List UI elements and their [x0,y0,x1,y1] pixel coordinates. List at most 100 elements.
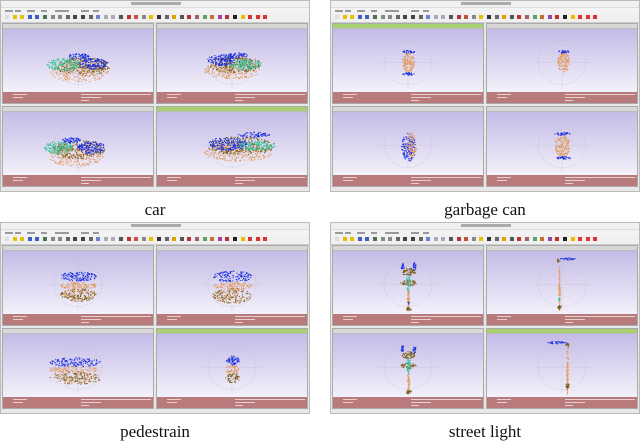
toolbar-button-icon[interactable] [218,15,222,19]
toolbar-button-icon[interactable] [119,15,123,19]
viewport[interactable] [2,245,154,326]
toolbar-button-icon[interactable] [104,15,108,19]
3d-view[interactable] [333,112,483,175]
toolbar-button-icon[interactable] [127,237,131,241]
toolbar-button-icon[interactable] [225,237,229,241]
toolbar-button-icon[interactable] [586,15,590,19]
toolbar-button-icon[interactable] [187,15,191,19]
toolbar-button-icon[interactable] [256,15,260,19]
toolbar-button-icon[interactable] [241,15,245,19]
viewport[interactable] [2,106,154,187]
menu-item[interactable] [55,10,63,12]
toolbar-button-icon[interactable] [248,237,252,241]
toolbar-button-icon[interactable] [210,237,214,241]
toolbar-button-icon[interactable] [89,237,93,241]
toolbar-button-icon[interactable] [149,237,153,241]
toolbar-button-icon[interactable] [487,15,491,19]
toolbar-button-icon[interactable] [104,237,108,241]
toolbar-button-icon[interactable] [510,15,514,19]
menu-item[interactable] [27,232,35,234]
menu-item[interactable] [357,10,365,12]
toolbar-button-icon[interactable] [403,15,407,19]
toolbar-button-icon[interactable] [203,15,207,19]
menu-item[interactable] [63,232,69,234]
3d-view[interactable] [3,29,153,92]
toolbar-button-icon[interactable] [373,15,377,19]
toolbar-button-icon[interactable] [35,15,39,19]
toolbar-button-icon[interactable] [335,15,339,19]
3d-view[interactable] [3,112,153,175]
toolbar-button-icon[interactable] [426,15,430,19]
toolbar-button-icon[interactable] [172,237,176,241]
menu-item[interactable] [41,10,47,12]
toolbar-button-icon[interactable] [464,15,468,19]
toolbar-button-icon[interactable] [66,15,70,19]
toolbar-button-icon[interactable] [571,15,575,19]
toolbar-button-icon[interactable] [81,15,85,19]
viewport[interactable] [486,106,638,187]
3d-view[interactable] [3,251,153,314]
menu-item[interactable] [15,10,21,12]
toolbar-button-icon[interactable] [241,237,245,241]
3d-view[interactable] [157,29,307,92]
toolbar-button-icon[interactable] [66,237,70,241]
menu-item[interactable] [15,232,21,234]
menu-item[interactable] [55,232,63,234]
toolbar-button-icon[interactable] [51,237,55,241]
toolbar-button-icon[interactable] [472,15,476,19]
toolbar-button-icon[interactable] [533,15,537,19]
3d-view[interactable] [333,29,483,92]
menu-item[interactable] [385,10,393,12]
menu-item[interactable] [81,10,89,12]
menu-item[interactable] [63,10,69,12]
toolbar-button-icon[interactable] [13,15,17,19]
toolbar-button-icon[interactable] [157,15,161,19]
menu-item[interactable] [5,10,13,12]
toolbar-button-icon[interactable] [343,15,347,19]
toolbar-button-icon[interactable] [142,237,146,241]
toolbar-button-icon[interactable] [434,15,438,19]
menu-item[interactable] [345,10,351,12]
toolbar-button-icon[interactable] [502,15,506,19]
menu-item[interactable] [423,10,429,12]
toolbar-button-icon[interactable] [555,15,559,19]
toolbar-button-icon[interactable] [20,15,24,19]
toolbar-button-icon[interactable] [195,237,199,241]
toolbar-button-icon[interactable] [187,237,191,241]
toolbar-button-icon[interactable] [96,15,100,19]
toolbar-button-icon[interactable] [172,15,176,19]
toolbar-button-icon[interactable] [43,237,47,241]
toolbar-button-icon[interactable] [142,15,146,19]
toolbar-button-icon[interactable] [441,15,445,19]
menu-item[interactable] [41,232,47,234]
3d-view[interactable] [487,29,637,92]
menu-item[interactable] [335,10,343,12]
toolbar-button-icon[interactable] [134,15,138,19]
toolbar-button-icon[interactable] [457,15,461,19]
toolbar-button-icon[interactable] [58,15,62,19]
toolbar-button-icon[interactable] [540,15,544,19]
toolbar-button-icon[interactable] [548,15,552,19]
toolbar-button-icon[interactable] [28,15,32,19]
toolbar-button-icon[interactable] [203,237,207,241]
toolbar-button-icon[interactable] [225,15,229,19]
toolbar-button-icon[interactable] [358,15,362,19]
menu-item[interactable] [411,10,419,12]
menu-item[interactable] [5,232,13,234]
menu-item[interactable] [371,10,377,12]
toolbar-button-icon[interactable] [51,15,55,19]
viewport[interactable] [2,23,154,104]
toolbar-button-icon[interactable] [43,15,47,19]
toolbar-button-icon[interactable] [419,15,423,19]
toolbar-button-icon[interactable] [479,15,483,19]
toolbar-button-icon[interactable] [517,15,521,19]
toolbar-button-icon[interactable] [119,237,123,241]
viewport[interactable] [156,106,308,187]
toolbar-button-icon[interactable] [248,15,252,19]
toolbar-button-icon[interactable] [350,15,354,19]
3d-view[interactable] [157,112,307,175]
viewport[interactable] [332,23,484,104]
menu-item[interactable] [393,10,399,12]
menu-item[interactable] [93,10,99,12]
viewport[interactable] [486,23,638,104]
